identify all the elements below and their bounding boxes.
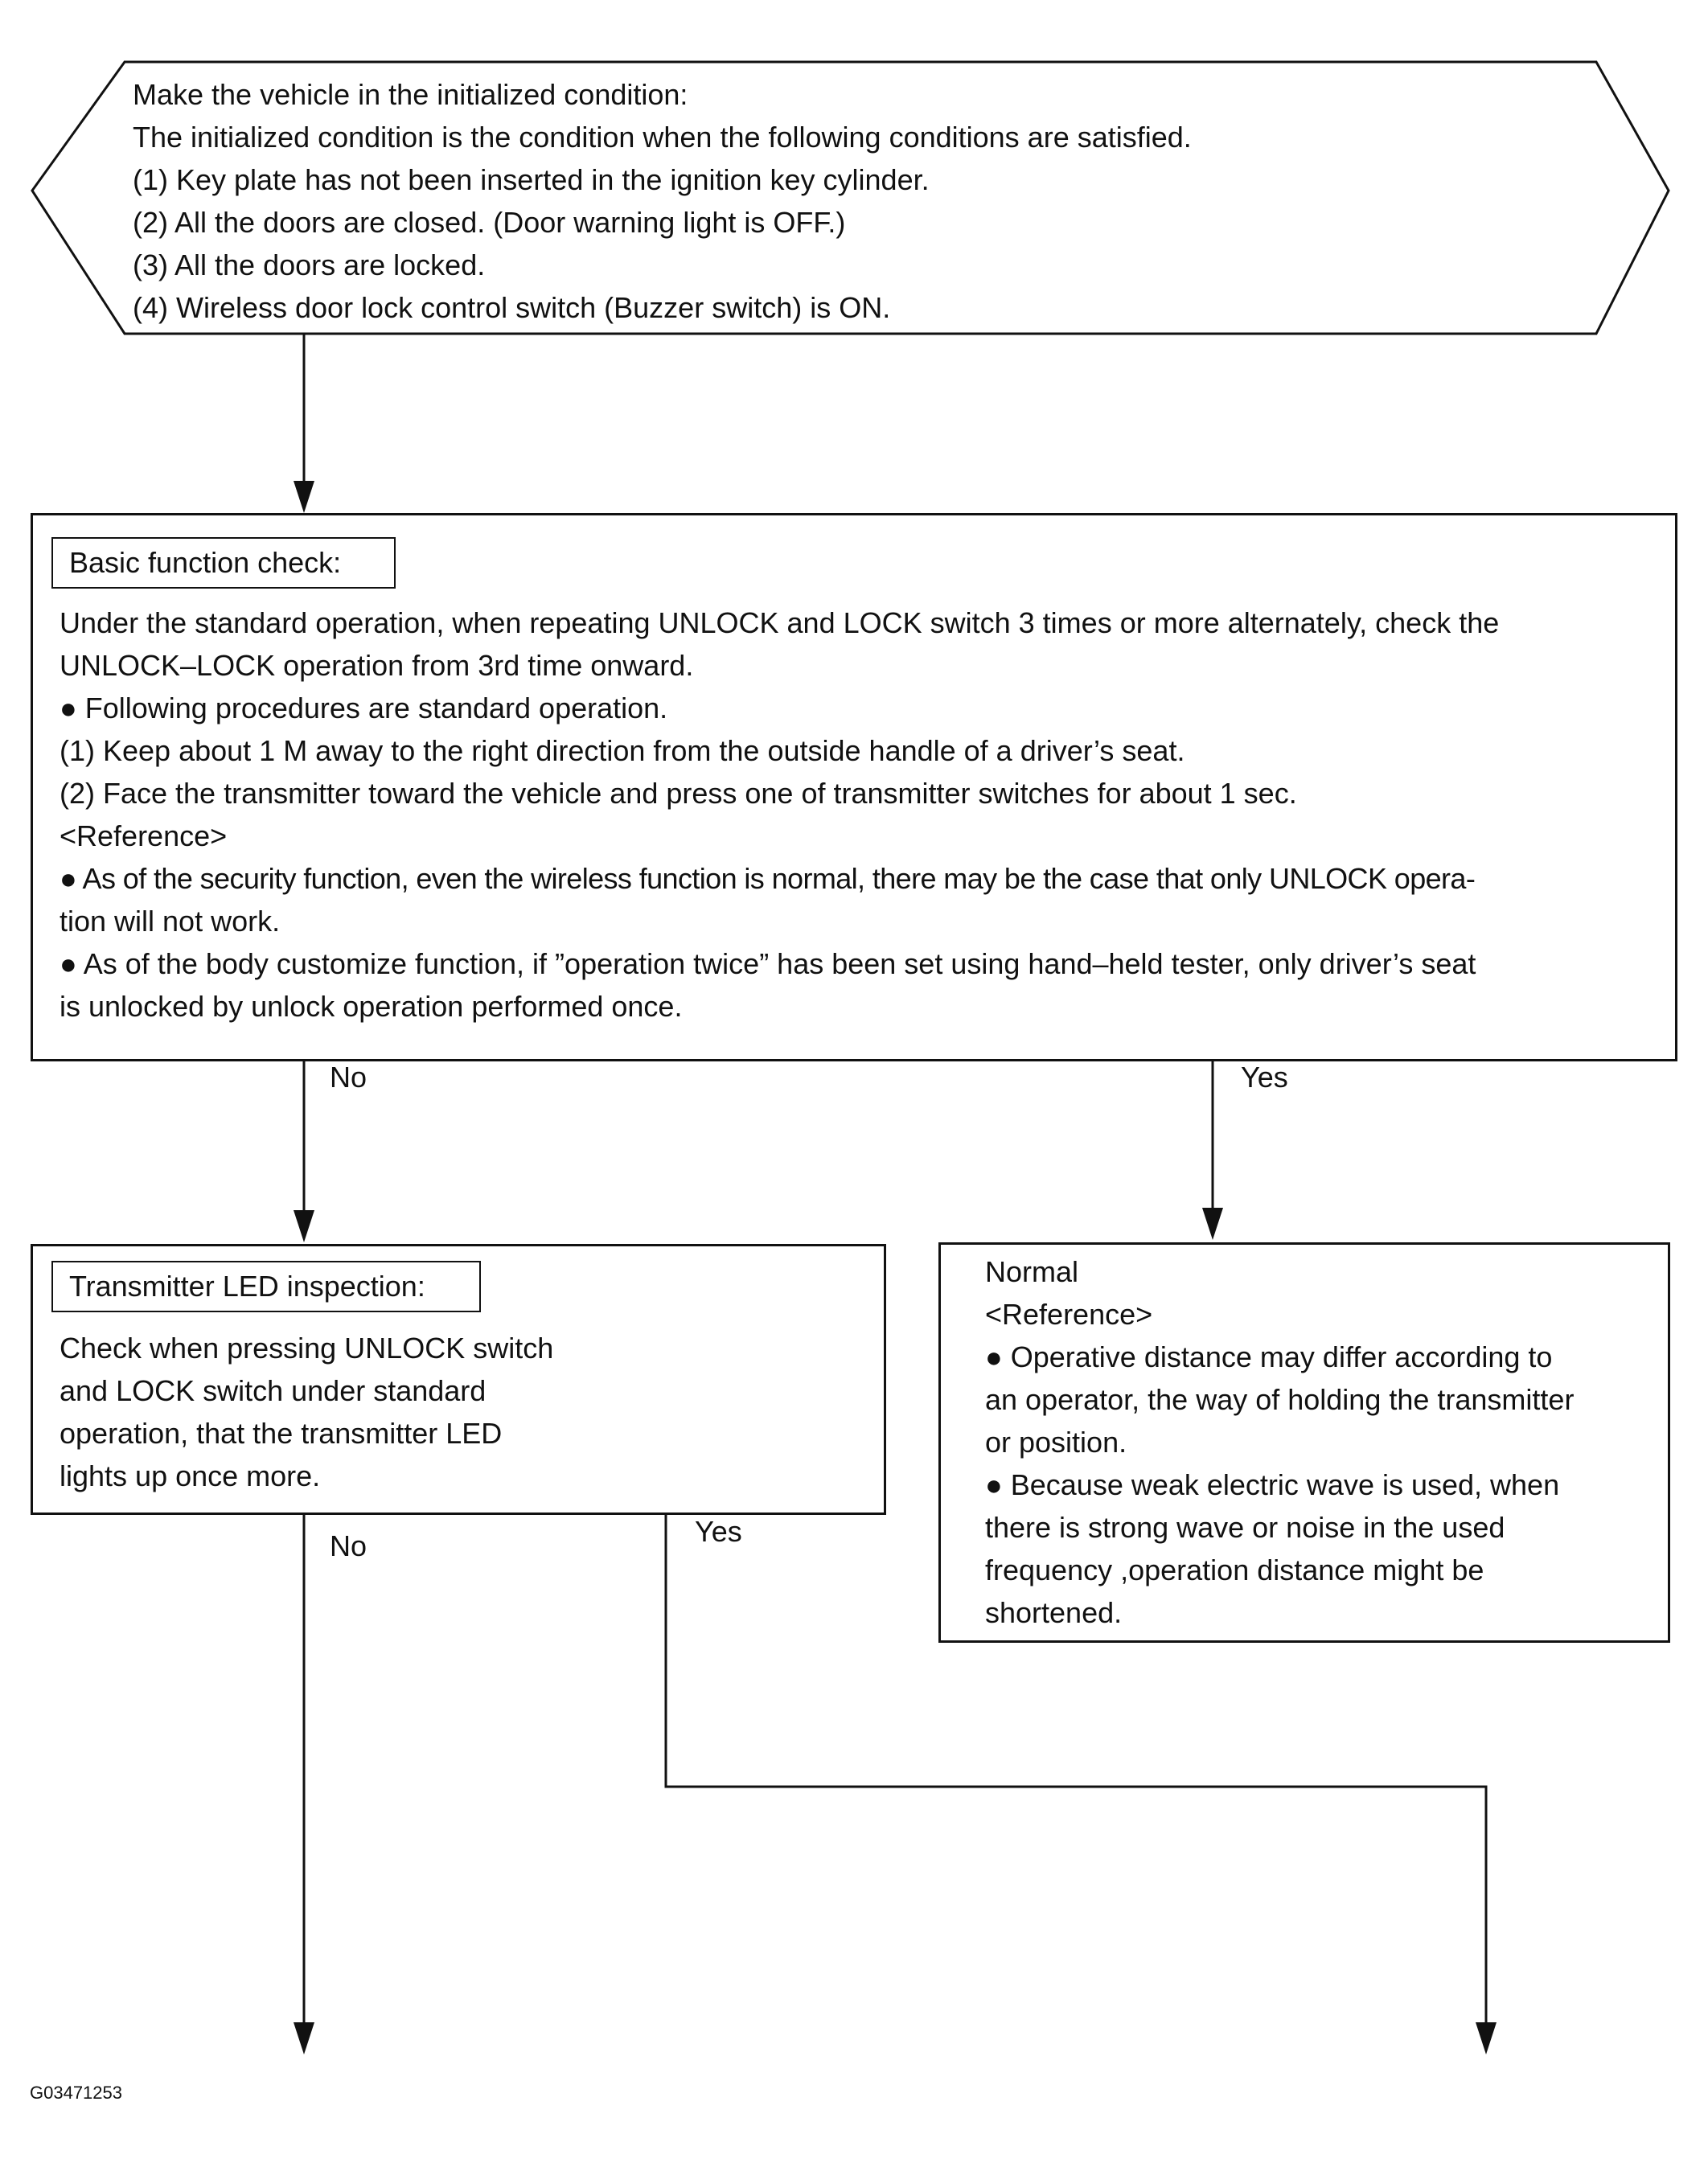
led-yes-label: Yes <box>695 1515 742 1548</box>
start-line-5: (3) All the doors are locked. <box>133 248 486 281</box>
basic-line-3: ● Following procedures are standard oper… <box>60 692 668 724</box>
basic-line-8: tion will not work. <box>60 905 281 938</box>
basic-line-9: ● As of the body customize function, if … <box>60 947 1476 980</box>
led-line-2: and LOCK switch under standard <box>60 1374 487 1407</box>
normal-line-7: there is strong wave or noise in the use… <box>985 1511 1505 1544</box>
led-line-1: Check when pressing UNLOCK switch <box>60 1332 554 1365</box>
normal-result-box <box>938 1242 1670 1643</box>
start-line-1: Make the vehicle in the initialized cond… <box>133 78 688 111</box>
basic-function-check-title: Basic function check: <box>51 537 396 589</box>
arrowhead-led <box>294 1210 314 1242</box>
arrowhead-led-yes <box>1476 2022 1497 2054</box>
normal-line-2: <Reference> <box>985 1298 1153 1331</box>
arrowhead-normal <box>1202 1208 1223 1240</box>
normal-line-9: shortened. <box>985 1596 1123 1629</box>
led-line-3: operation, that the transmitter LED <box>60 1417 503 1450</box>
basic-no-label: No <box>330 1061 367 1094</box>
normal-line-8: frequency ,operation distance might be <box>985 1554 1484 1586</box>
connector-led-yes <box>664 1513 1488 2022</box>
basic-yes-label: Yes <box>1241 1061 1288 1094</box>
led-inspection-box <box>31 1244 886 1515</box>
basic-line-10: is unlocked by unlock operation performe… <box>60 990 683 1023</box>
start-line-6: (4) Wireless door lock control switch (B… <box>133 291 891 324</box>
normal-line-4: an operator, the way of holding the tran… <box>985 1383 1575 1416</box>
figure-id: G03471253 <box>30 2083 122 2103</box>
start-line-3: (1) Key plate has not been inserted in t… <box>133 163 930 196</box>
basic-line-6: <Reference> <box>60 819 228 852</box>
normal-line-6: ● Because weak electric wave is used, wh… <box>985 1468 1560 1501</box>
normal-line-3: ● Operative distance may differ accordin… <box>985 1340 1553 1373</box>
arrowhead-led-no <box>294 2022 314 2054</box>
start-line-2: The initialized condition is the conditi… <box>133 121 1192 154</box>
basic-line-1: Under the standard operation, when repea… <box>60 606 1500 639</box>
led-line-4: lights up once more. <box>60 1459 321 1492</box>
start-hexagon-outline <box>31 60 1670 335</box>
led-inspection-title: Transmitter LED inspection: <box>51 1261 481 1312</box>
arrowhead-basic <box>294 481 314 513</box>
normal-line-5: or position. <box>985 1426 1127 1459</box>
basic-line-7: ● As of the security function, even the … <box>60 862 1476 895</box>
start-line-4: (2) All the doors are closed. (Door warn… <box>133 206 846 239</box>
basic-line-2: UNLOCK–LOCK operation from 3rd time onwa… <box>60 649 694 682</box>
basic-line-4: (1) Keep about 1 M away to the right dir… <box>60 734 1185 767</box>
basic-line-5: (2) Face the transmitter toward the vehi… <box>60 777 1297 810</box>
led-no-label: No <box>330 1529 367 1562</box>
normal-line-1: Normal <box>985 1255 1079 1288</box>
basic-function-check-box <box>31 513 1677 1061</box>
